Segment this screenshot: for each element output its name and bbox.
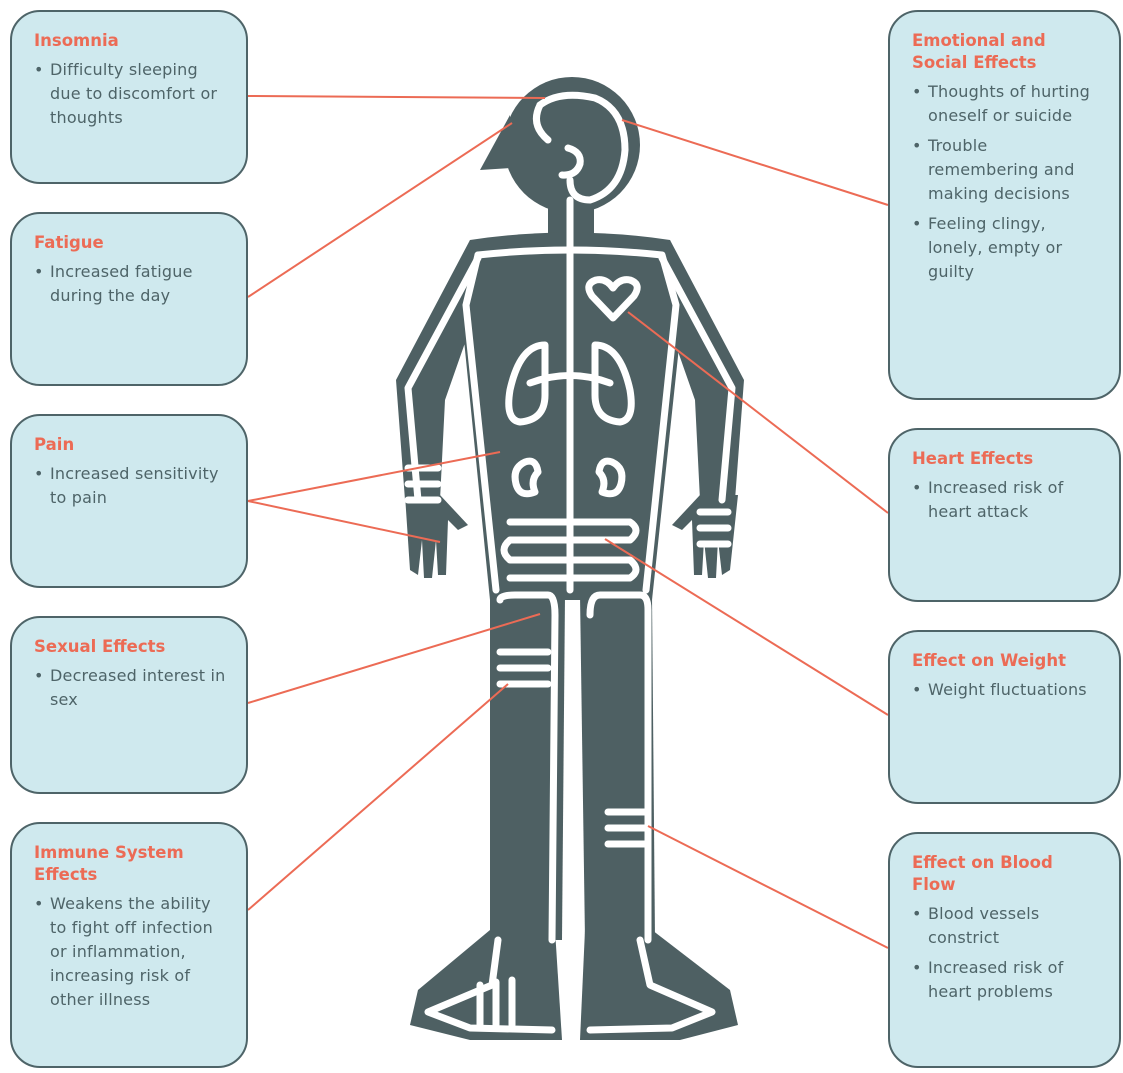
insomnia-title: Insomnia	[34, 30, 230, 52]
emotional-social-bullet-3: Feeling clingy, lonely, empty or guilty	[912, 212, 1103, 284]
connector-insomnia	[248, 96, 545, 98]
emotional-social-bullet-1: Thoughts of hurting oneself or suicide	[912, 80, 1103, 128]
fatigue-list: Increased fatigue during the day	[34, 260, 230, 308]
immune-system-box: Immune System Effects Weakens the abilit…	[10, 822, 248, 1068]
heart-effects-bullet-1: Increased risk of heart attack	[912, 476, 1103, 524]
insomnia-bullet-1: Difficulty sleeping due to discomfort or…	[34, 58, 230, 130]
pain-list: Increased sensitivity to pain	[34, 462, 230, 510]
fatigue-box: Fatigue Increased fatigue during the day	[10, 212, 248, 386]
weight-bullet-1: Weight fluctuations	[912, 678, 1103, 702]
immune-system-list: Weakens the ability to fight off infecti…	[34, 892, 230, 1012]
emotional-social-bullet-2: Trouble remembering and making decisions	[912, 134, 1103, 206]
sexual-effects-box: Sexual Effects Decreased interest in sex	[10, 616, 248, 794]
blood-flow-list: Blood vessels constrict Increased risk o…	[912, 902, 1103, 1004]
blood-flow-bullet-2: Increased risk of heart problems	[912, 956, 1103, 1004]
blood-flow-bullet-1: Blood vessels constrict	[912, 902, 1103, 950]
connector-emotional	[622, 120, 888, 205]
connector-immune	[248, 684, 508, 910]
human-body-organs-icon	[396, 77, 744, 1040]
blood-flow-title: Effect on Blood Flow	[912, 852, 1082, 896]
heart-effects-box: Heart Effects Increased risk of heart at…	[888, 428, 1121, 602]
heart-effects-list: Increased risk of heart attack	[912, 476, 1103, 524]
emotional-social-box: Emotional and Social Effects Thoughts of…	[888, 10, 1121, 400]
pain-title: Pain	[34, 434, 230, 456]
pain-box: Pain Increased sensitivity to pain	[10, 414, 248, 588]
fatigue-bullet-1: Increased fatigue during the day	[34, 260, 230, 308]
immune-system-bullet-1: Weakens the ability to fight off infecti…	[34, 892, 230, 1012]
connector-pain-arm	[248, 452, 500, 501]
insomnia-list: Difficulty sleeping due to discomfort or…	[34, 58, 230, 130]
insomnia-box: Insomnia Difficulty sleeping due to disc…	[10, 10, 248, 184]
fatigue-title: Fatigue	[34, 232, 230, 254]
weight-title: Effect on Weight	[912, 650, 1103, 672]
connector-blood	[648, 826, 888, 948]
immune-system-title: Immune System Effects	[34, 842, 204, 886]
pain-bullet-1: Increased sensitivity to pain	[34, 462, 230, 510]
sexual-effects-title: Sexual Effects	[34, 636, 230, 658]
sexual-effects-list: Decreased interest in sex	[34, 664, 230, 712]
sexual-effects-bullet-1: Decreased interest in sex	[34, 664, 230, 712]
weight-list: Weight fluctuations	[912, 678, 1103, 702]
blood-flow-box: Effect on Blood Flow Blood vessels const…	[888, 832, 1121, 1068]
emotional-social-title: Emotional and Social Effects	[912, 30, 1072, 74]
heart-effects-title: Heart Effects	[912, 448, 1103, 470]
emotional-social-list: Thoughts of hurting oneself or suicide T…	[912, 80, 1103, 284]
weight-box: Effect on Weight Weight fluctuations	[888, 630, 1121, 804]
